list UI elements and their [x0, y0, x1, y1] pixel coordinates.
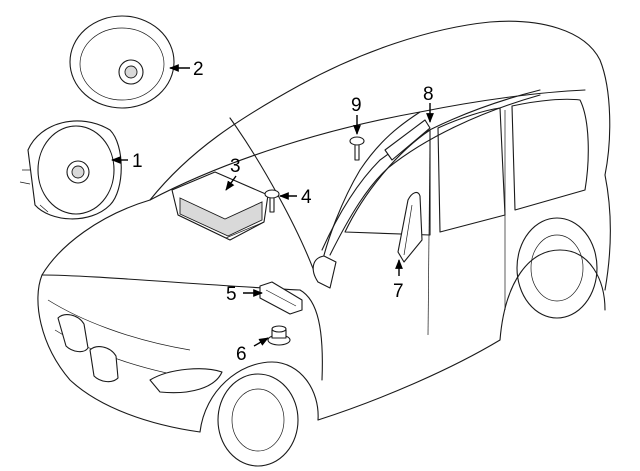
callout-5: 5 [226, 284, 237, 305]
callout-7: 7 [393, 281, 404, 302]
callout-4: 4 [301, 187, 312, 208]
callout-1: 1 [132, 151, 143, 172]
part-2-airbag-cover [69, 15, 175, 109]
part-8-curtain-airbag [321, 89, 541, 256]
callout-arrows [111, 64, 434, 347]
callout-8: 8 [423, 84, 434, 105]
callout-9: 9 [351, 95, 362, 116]
callout-6: 6 [236, 344, 247, 365]
part-1-steering-wheel-airbag [19, 120, 122, 220]
callout-labels: 1 2 3 4 5 6 7 8 9 [132, 59, 434, 365]
callout-2: 2 [193, 59, 204, 80]
part-9-bolt [349, 136, 365, 161]
part-3-passenger-airbag [171, 171, 269, 241]
part-5-sensor [259, 281, 303, 315]
part-6-impact-sensor [267, 325, 291, 346]
part-7-side-airbag [397, 191, 423, 263]
callout-3: 3 [230, 156, 241, 177]
part-4-bolt [264, 189, 280, 213]
